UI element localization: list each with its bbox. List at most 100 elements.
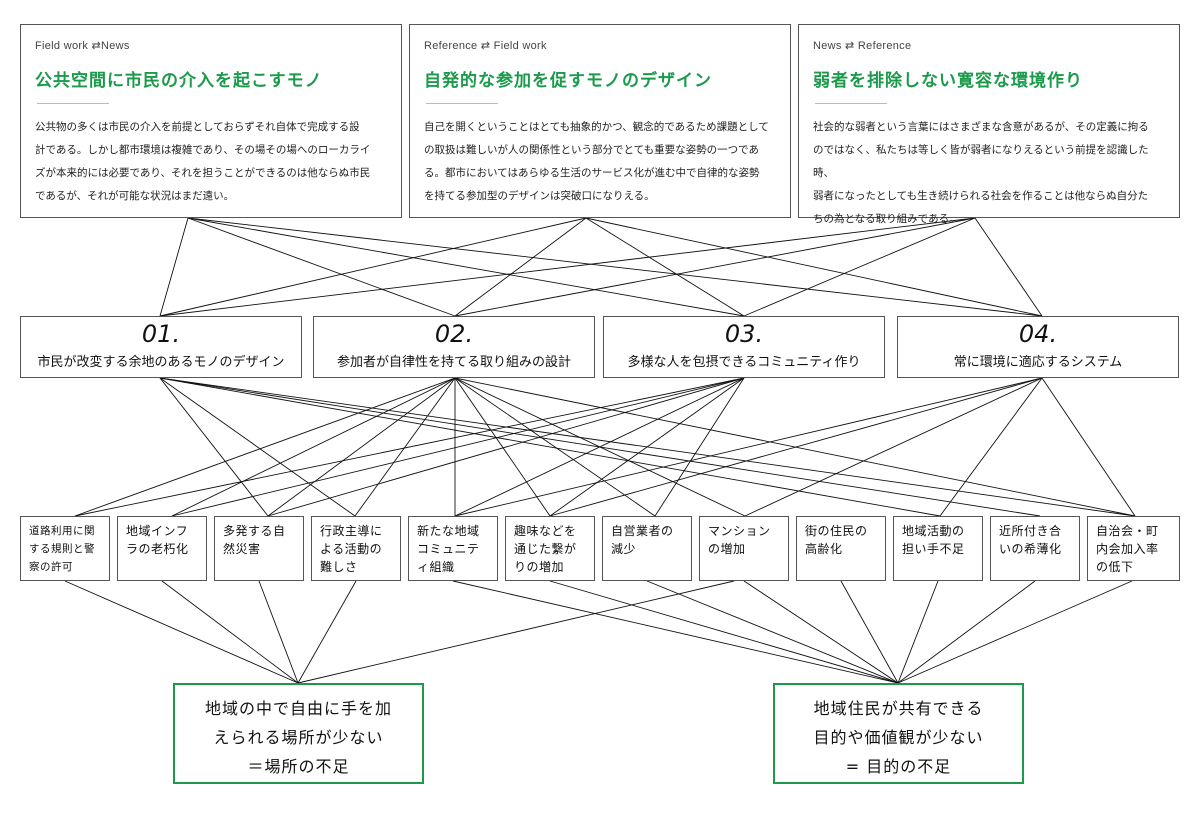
connector-line [187,217,1043,317]
issue-line: 趣味などを [514,524,577,538]
outcome-line: ＝場所の不足 [247,757,350,776]
concept-number: 03. [724,320,764,348]
connector-line [840,580,899,684]
concept-03: 03. 多様な人を包摂できるコミュニティ作り [603,316,885,378]
card-body-line: 社会的な弱者という言葉にはさまざまな含意があるが、その定義に拘る [813,121,1149,133]
connector-line [974,217,1043,317]
card-body-line: 計である。しかし都市環境は複雑であり、その場その場へのローカライ [35,144,371,156]
connector-line [159,377,941,517]
concept-01: 01. 市民が改変する余地のあるモノのデザイン [20,316,302,378]
connector-line [454,377,745,517]
issue-new-community: 新たな地域 コミュニテ ィ組織 [408,516,498,581]
outcome-lack-of-purpose: 地域住民が共有できる 目的や価値観が少ない = 目的の不足 [773,683,1024,784]
connector-line [159,217,587,317]
card-title: 公共空間に市民の介入を起こすモノ [35,71,323,91]
concept-label: 多様な人を包摂できるコミュニティ作り [627,355,861,370]
issue-self-employed-decline: 自営業者の 減少 [602,516,692,581]
issue-line: いの希薄化 [999,542,1062,556]
issue-line: 難しさ [320,560,358,574]
issue-road-regulation: 道路利用に関 する規則と警 察の許可 [20,516,110,581]
connector-line [267,377,456,517]
issue-line: よる活動の [320,542,383,556]
connector-line [159,377,356,517]
concept-02: 02. 参加者が自律性を持てる取り組みの設計 [313,316,595,378]
issue-volunteer-shortage: 地域活動の 担い手不足 [893,516,983,581]
issue-line: 高齢化 [805,542,843,556]
card-body-line: であるが、それが可能な状況はまだ遠い。 [35,190,235,202]
card-tag: Reference ⇄ Field work [424,40,547,52]
issue-line: りの増加 [514,560,565,574]
card-divider [426,103,498,104]
card-body-line: を持てる参加型のデザインは突破口になりえる。 [424,190,655,202]
issue-line: マンション [708,524,771,538]
issue-resident-aging: 街の住民の 高齢化 [796,516,886,581]
concept-number: 01. [141,320,181,348]
issue-hobby-connections: 趣味などを 通じた繋が りの増加 [505,516,595,581]
card-body-line: 弱者になったとしても生き続けられる社会を作ることは他ならぬ自分た [813,190,1149,202]
card-body-line: 公共物の多くは市民の介入を前提としておらずそれ自体で完成する設 [35,121,360,133]
issue-line: 内会加入率 [1096,542,1159,556]
connector-line [585,217,1043,317]
connector-line [74,377,456,517]
connector-line [258,580,299,684]
issue-line: する規則と警 [29,543,95,555]
card-body-line: ちの為となる取り組みである。 [813,213,960,225]
connector-line [354,377,456,517]
connector-line [159,377,269,517]
connector-line [159,217,976,317]
concept-label: 常に環境に適応するシステム [953,355,1123,370]
concept-number: 02. [434,320,474,348]
connector-line [454,377,1043,517]
connector-line [171,377,745,517]
connector-line [744,377,1043,517]
issue-line: 多発する自 [223,524,286,538]
connector-line [1041,377,1136,517]
card-tag: News ⇄ Reference [813,40,912,52]
connector-line [187,217,745,317]
outcome-line: 目的や価値観が少ない [813,728,984,747]
outcome-line: えられる場所が少ない [213,728,384,747]
card-participation: Reference ⇄ Field work 自発的な参加を促すモノのデザイン … [409,24,791,218]
card-body: 自己を開くということはとても抽象的かつ、観念的であるため課題として の取扱は難し… [424,116,776,208]
outcome-line: = 目的の不足 [845,757,952,776]
card-inclusive-environment: News ⇄ Reference 弱者を排除しない寛容な環境作り 社会的な弱者と… [798,24,1180,225]
connector-line [585,217,745,317]
card-body-line: の取扱は難しいが人の関係性という部分でとても重要な姿勢の一つであ [424,144,760,156]
card-title: 弱者を排除しない寛容な環境作り [813,71,1083,91]
issue-line: 地域活動の [902,524,965,538]
connector-line [549,377,745,517]
connector-line [74,377,745,517]
issue-line: 道路利用に関 [29,525,95,537]
issue-natural-disasters: 多発する自 然災害 [214,516,304,581]
issue-line: コミュニテ [417,542,480,556]
connector-line [297,580,735,684]
connector-line [297,580,357,684]
issue-line: 地域インフ [126,524,189,538]
card-public-space: Field work ⇄News 公共空間に市民の介入を起こすモノ 公共物の多く… [20,24,402,218]
concept-label: 参加者が自律性を持てる取り組みの設計 [336,355,571,370]
card-body-line: る。都市においてはあらゆる生活のサービス化が進む中で自律的な姿勢 [424,167,760,179]
connector-line [897,580,1036,684]
connector-line [452,580,899,684]
concept-04: 04. 常に環境に適応するシステム [897,316,1179,378]
issue-line: 然災害 [223,542,261,556]
connector-line [454,377,551,517]
card-body-line: ズが本来的には必要であり、それを担うことができるのは他ならぬ市民 [35,167,371,179]
issue-line: 近所付き合 [999,524,1062,538]
issue-line: ラの老朽化 [126,542,189,556]
issue-line: 自営業者の [611,524,674,538]
connector-line [171,377,456,517]
card-body: 公共物の多くは市民の介入を前提としておらずそれ自体で完成する設 計である。しかし… [35,116,387,208]
connector-line [646,580,899,684]
issue-line: 街の住民の [805,524,868,538]
issue-line: 自治会・町 [1096,524,1159,538]
issue-association-membership: 自治会・町 内会加入率 の低下 [1087,516,1180,581]
connector-line [454,377,656,517]
issue-aging-infrastructure: 地域インフ ラの老朽化 [117,516,207,581]
connector-line [187,217,456,317]
issue-line: 担い手不足 [902,542,965,556]
connector-line [267,377,745,517]
issue-line: 通じた繋が [514,542,577,556]
connector-line [64,580,299,684]
connector-line [897,580,1133,684]
